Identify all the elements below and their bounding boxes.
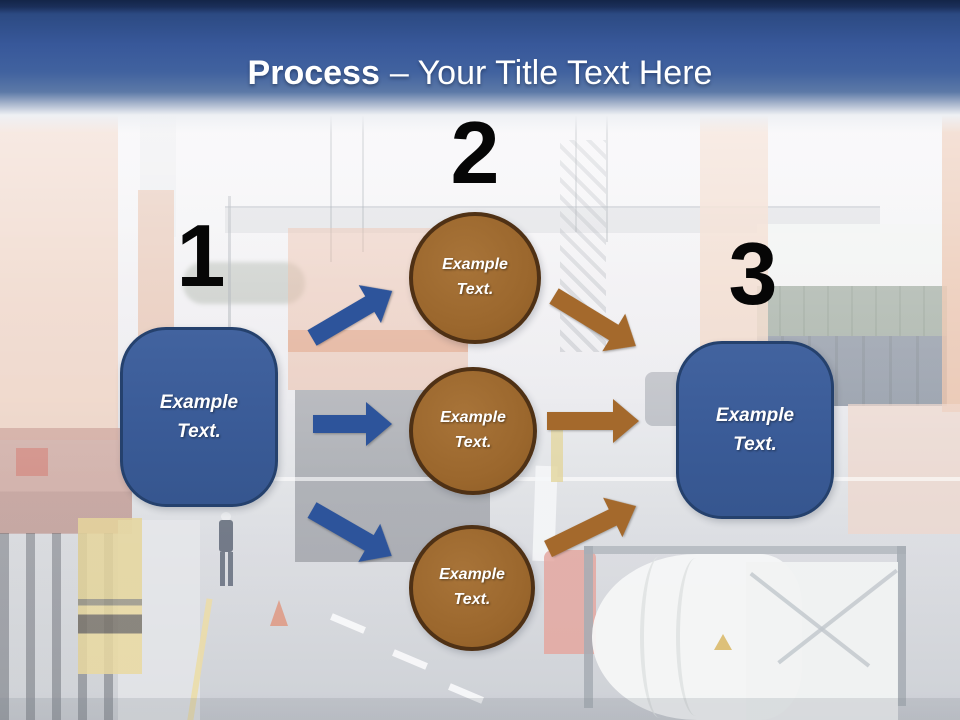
slide-title-rest: – Your Title Text Here bbox=[389, 54, 713, 92]
circle-top-label: Example Text. bbox=[442, 256, 508, 298]
slide-title-emphasis: Process bbox=[247, 54, 380, 92]
step-number-3: 3 bbox=[728, 223, 778, 323]
circle-bottom: Example Text. bbox=[409, 525, 535, 651]
arrow-box1-to-circle-middle bbox=[313, 402, 392, 446]
circle-middle: Example Text. bbox=[409, 367, 537, 495]
right-box-label: Example Text. bbox=[715, 404, 795, 455]
arrow-circle-middle-to-box3 bbox=[547, 399, 639, 443]
circle-top: Example Text. bbox=[409, 212, 541, 344]
circle-middle-label: Example Text. bbox=[440, 409, 506, 451]
step-number-2: 2 bbox=[450, 102, 500, 202]
title-bar: Process – Your Title Text Here bbox=[0, 0, 960, 134]
left-process-box: Example Text. bbox=[120, 327, 278, 507]
arrow-head bbox=[366, 402, 392, 446]
step-number-1: 1 bbox=[176, 205, 226, 305]
right-process-box: Example Text. bbox=[676, 341, 834, 519]
arrow-shaft bbox=[313, 415, 366, 433]
slide-title: Process – Your Title Text Here bbox=[0, 54, 960, 92]
circle-bottom-label: Example Text. bbox=[439, 566, 505, 608]
left-box-label: Example Text. bbox=[159, 391, 239, 442]
arrow-head bbox=[613, 399, 639, 443]
arrow-shaft bbox=[547, 412, 613, 430]
